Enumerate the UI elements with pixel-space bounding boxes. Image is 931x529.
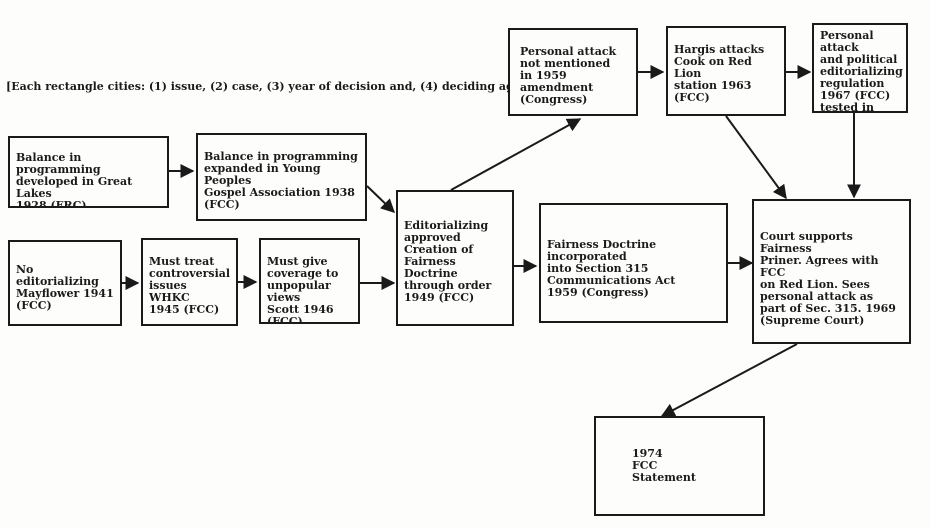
box-whkc: Must treat controversial issues WHKC 194… [141, 238, 238, 326]
box-editorializing: Editorializing approved Creation of Fair… [396, 190, 514, 326]
arrow-young-peoples-to-editorializing [366, 185, 396, 213]
box-scott: Must give coverage to unpopular views Sc… [259, 238, 360, 324]
box-great-lakes: Balance in programming developed in Grea… [8, 136, 169, 208]
arrow-editorializing-to-personal-attack [450, 118, 582, 191]
diagram-note: [Each rectangle cities: (1) issue, (2) c… [6, 80, 550, 93]
box-mayflower: No editorializing Mayflower 1941 (FCC) [8, 240, 122, 326]
box-hargis: Hargis attacks Cook on Red Lion station … [666, 26, 786, 116]
box-court-supports: Court supports Fairness Priner. Agrees w… [752, 199, 911, 344]
box-young-peoples: Balance in programming expanded in Young… [196, 133, 367, 221]
box-statement-1974: 1974 FCC Statement [594, 416, 765, 516]
arrow-hargis-to-court [725, 115, 787, 200]
arrow-court-to-statement [660, 343, 798, 417]
box-regulation-1967: Personal attack and political editoriali… [812, 23, 908, 113]
box-section-315: Fairness Doctrine incorporated into Sect… [539, 203, 728, 323]
box-personal-attack-1959: Personal attack not mentioned in 1959 am… [508, 28, 638, 116]
